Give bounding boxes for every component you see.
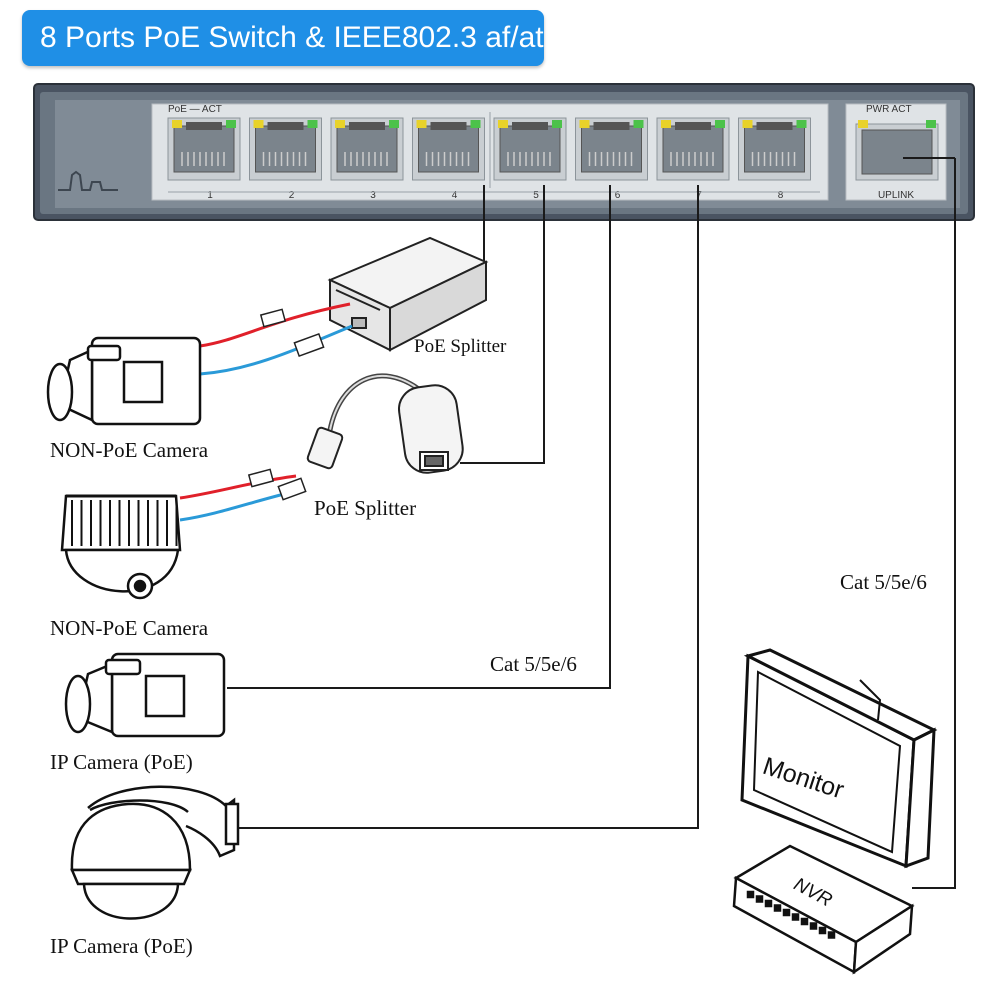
port-number-label: 4 [452, 190, 458, 201]
poe-splitter-box [327, 236, 489, 352]
led-act-icon [470, 120, 481, 128]
label-non-poe-camera-2: NON-PoE Camera [50, 616, 209, 640]
led-act-icon [715, 120, 725, 128]
led-poe-icon [172, 120, 182, 128]
led-poe-icon [335, 120, 345, 128]
led-poe-icon [498, 120, 508, 128]
uplink-led-labels: PWR ACT [866, 104, 912, 115]
led-poe-icon [416, 120, 427, 128]
title-banner: 8 Ports PoE Switch & IEEE802.3 af/at [22, 10, 544, 66]
label-ip-camera-1: IP Camera (PoE) [50, 750, 193, 774]
dc-jack-icon [293, 333, 325, 357]
led-poe-icon [579, 120, 590, 128]
box-camera-icon [46, 336, 202, 426]
network-cables [227, 157, 956, 889]
port-group-label: PoE — ACT [168, 104, 222, 115]
cable-port5 [460, 185, 545, 464]
port-number-label: 8 [778, 190, 784, 201]
dc-jack-icon-2 [277, 477, 307, 501]
cable-uplink [912, 158, 956, 889]
monitor-icon [740, 648, 938, 869]
ptz-camera-icon [70, 785, 240, 920]
poe-switch: PoE — ACT 1 2 3 4 5 6 7 8 PWR ACT UPLINK [33, 83, 975, 221]
label-poe-splitter-2: PoE Splitter [314, 496, 417, 520]
ip-box-camera-icon [64, 652, 226, 738]
led-poe-icon [661, 120, 671, 128]
dome-camera-icon [60, 494, 182, 600]
led-act-icon [307, 120, 318, 128]
cable-port7 [238, 185, 699, 829]
port-number-label: 3 [370, 190, 376, 201]
nvr-icon [732, 844, 915, 975]
port-number-label: 5 [533, 190, 539, 201]
red-power-lead-2 [179, 474, 297, 500]
led-act-icon [633, 120, 644, 128]
label-non-poe-camera-1: NON-PoE Camera [50, 438, 209, 462]
cable-port6 [227, 185, 611, 689]
led-act-icon [796, 120, 807, 128]
port-number-label: 1 [207, 190, 213, 201]
led-act-icon [389, 120, 399, 128]
led-act-icon [226, 120, 236, 128]
port-number-label: 2 [289, 190, 295, 201]
dc-plug-icon-2 [247, 468, 275, 488]
label-cable-1: Cat 5/5e/6 [490, 652, 577, 676]
port-number-label: 6 [615, 190, 621, 201]
led-uplink-act-icon [926, 120, 936, 128]
uplink-label: UPLINK [878, 190, 914, 201]
port-number-label: 7 [696, 190, 702, 201]
label-ip-camera-2: IP Camera (PoE) [50, 934, 193, 958]
led-poe-icon [253, 120, 264, 128]
blue-power-lead [199, 324, 353, 376]
label-poe-splitter-1: PoE Splitter [414, 336, 507, 357]
led-poe-icon [742, 120, 753, 128]
dc-plug-icon [259, 308, 287, 328]
led-pwr-icon [858, 120, 868, 128]
led-act-icon [552, 120, 562, 128]
label-cable-2: Cat 5/5e/6 [840, 570, 927, 594]
red-power-lead [199, 302, 351, 348]
poe-splitter-dongle [306, 373, 464, 474]
